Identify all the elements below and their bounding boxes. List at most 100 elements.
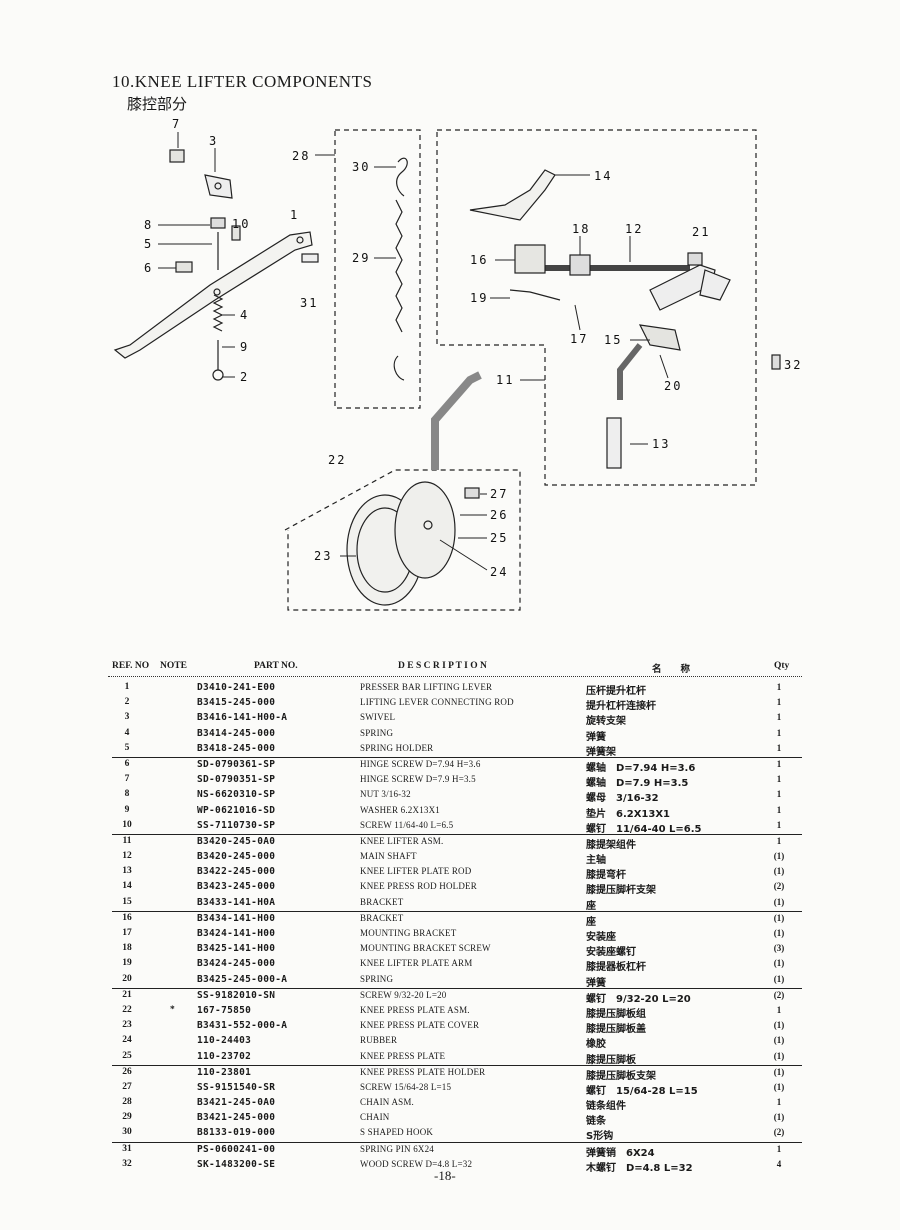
ref-cell: 23 [122, 1020, 132, 1031]
ref-cell: 9 [124, 804, 130, 815]
part-number-cell: 110-23702 [197, 1050, 252, 1062]
part-number-cell: SS-9151540-SR [197, 1081, 276, 1093]
ref-cell: 15 [122, 896, 132, 907]
chinese-name-cell: 安装座 [586, 932, 616, 943]
ref-cell: 4 [124, 727, 130, 738]
ref-cell: 24 [122, 1035, 132, 1046]
ref-cell: 6 [124, 758, 130, 769]
qty-cell: (1) [773, 958, 785, 969]
qty-cell: (1) [773, 896, 785, 907]
ref-cell: 8 [124, 789, 130, 800]
callout-label: 28 [292, 149, 310, 163]
callout-label: 16 [470, 253, 488, 267]
chinese-name-cell: 座 [586, 900, 596, 912]
ref-cell: 11 [122, 835, 132, 846]
part-number-cell: SD-0790361-SP [197, 758, 276, 770]
callout-label: 2 [240, 370, 249, 384]
chinese-name-cell: 螺轴 D=7.94 H=3.6 [586, 762, 696, 774]
callout-label: 5 [144, 237, 153, 251]
callout-label: 6 [144, 261, 153, 275]
qty-cell: 1 [776, 1004, 782, 1015]
qty-cell: 1 [776, 712, 782, 723]
description-cell: CHAIN ASM. [360, 1097, 415, 1108]
qty-cell: 4 [776, 1158, 782, 1169]
chain-group-frame [334, 129, 421, 409]
part-number-cell: 110-23801 [197, 1066, 252, 1078]
description-cell: LIFTING LEVER CONNECTING ROD [360, 697, 514, 708]
qty-cell: (1) [773, 1035, 785, 1046]
ref-cell: 25 [122, 1050, 132, 1061]
callout-label: 19 [470, 291, 488, 305]
part-number-cell: B3420-245-0A0 [197, 835, 276, 847]
qty-cell: (1) [773, 1020, 785, 1031]
part-number-cell: 167-75850 [197, 1004, 252, 1016]
part-number-cell: D3410-241-E00 [197, 682, 276, 693]
part-number-cell: WP-0621016-SD [197, 804, 276, 816]
part-number-cell: B3424-141-H00 [197, 928, 276, 939]
callout-label: 8 [144, 218, 153, 232]
ref-cell: 16 [122, 912, 132, 923]
exploded-parts-diagram: 7 3 1 8 10 5 6 4 9 2 31 28 30 29 14 18 1… [113, 117, 800, 611]
description-cell: KNEE PRESS PLATE [360, 1050, 446, 1061]
qty-cell: (1) [773, 851, 785, 862]
ref-cell: 10 [122, 819, 132, 830]
part-number-cell: 110-24403 [197, 1035, 252, 1047]
part-number-cell: B3414-245-000 [197, 727, 276, 739]
description-cell: SPRING HOLDER [360, 742, 434, 753]
qty-cell: 1 [776, 742, 782, 753]
callout-label: 7 [172, 117, 181, 131]
page-number: -18- [434, 1168, 456, 1183]
callout-label: 11 [496, 373, 514, 387]
part-number-cell: B3431-552-000-A [197, 1020, 288, 1032]
callout-label: 20 [664, 379, 682, 393]
note-cell: * [170, 1004, 175, 1015]
header-note: NOTE [160, 661, 187, 671]
ref-cell: 17 [122, 928, 132, 938]
part-number-cell: B3421-245-000 [197, 1112, 276, 1124]
chinese-name-cell: 膝提压脚板 [586, 1054, 636, 1066]
ref-cell: 19 [122, 958, 132, 969]
qty-cell: 1 [776, 1143, 782, 1154]
chinese-name-cell: 链条组件 [586, 1101, 626, 1113]
description-cell: BRACKET [360, 896, 404, 907]
chinese-name-cell: 螺钉 15/64-28 L=15 [586, 1085, 698, 1097]
ref-cell: 1 [124, 682, 130, 692]
chinese-name-cell: 膝提压脚板盖 [586, 1024, 646, 1036]
part-number-cell: NS-6620310-SP [197, 789, 276, 801]
qty-cell: (3) [773, 943, 785, 954]
ref-cell: 30 [122, 1127, 132, 1138]
qty-cell: 1 [776, 1097, 782, 1108]
chinese-name-cell: 弹簧 [586, 731, 606, 743]
part-number-cell: B3418-245-000 [197, 742, 276, 754]
qty-cell: (2) [773, 881, 785, 892]
part-number-cell: B3416-141-H00-A [197, 712, 288, 724]
chinese-name-cell: 弹簧 [586, 977, 606, 989]
callout-label: 29 [352, 251, 370, 265]
part-number-cell: SS-7110730-SP [197, 819, 276, 831]
ref-cell: 14 [122, 881, 132, 892]
callout-label: 18 [572, 222, 590, 236]
callout-label: 14 [594, 169, 612, 183]
chinese-name-cell: 螺钉 9/32-20 L=20 [586, 993, 691, 1005]
callout-label: 22 [328, 453, 346, 467]
page-title: 10.KNEE LIFTER COMPONENTS [112, 72, 373, 91]
qty-cell: 1 [776, 758, 782, 769]
description-cell: MOUNTING BRACKET SCREW [360, 943, 491, 954]
chinese-name-cell: 垫片 6.2X13X1 [586, 808, 671, 820]
description-cell: SPRING [360, 973, 394, 984]
chinese-name-cell: 螺母 3/16-32 [586, 793, 659, 805]
